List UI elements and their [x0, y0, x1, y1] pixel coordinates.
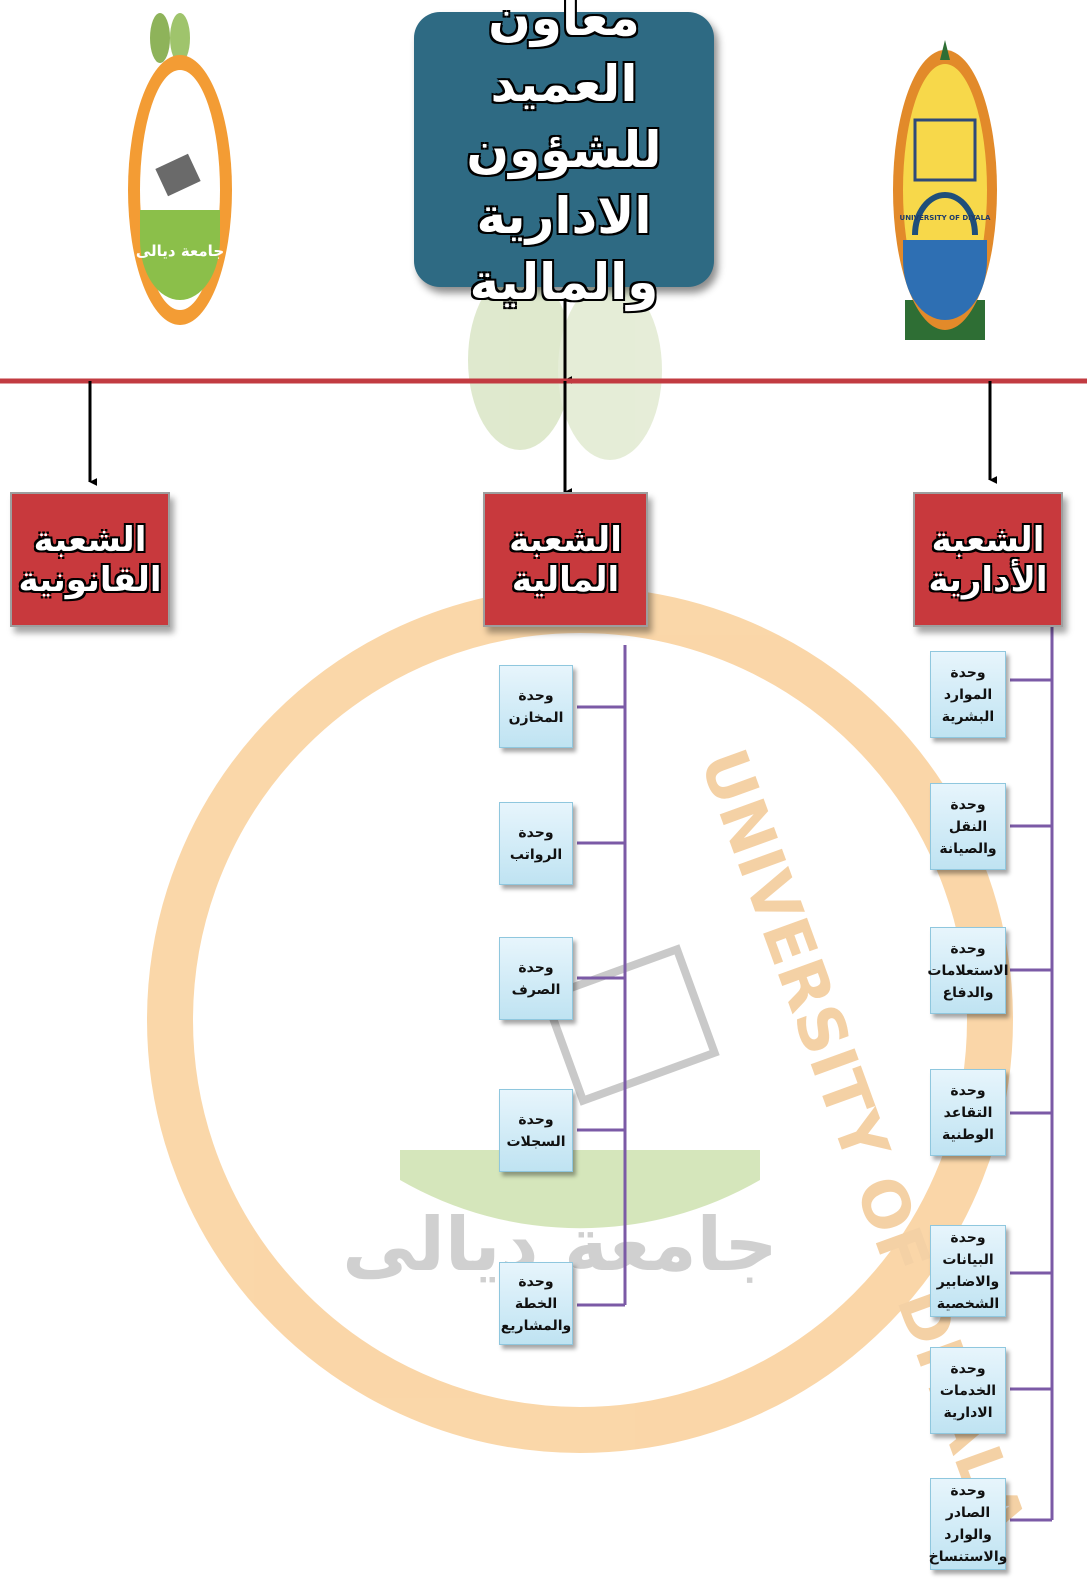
watermark-logo: UNIVERSITY OF DIYALA جامعة ديالى	[147, 270, 1039, 1547]
unit-plan-projects: وحدة الخطة والمشاريع	[499, 1262, 573, 1345]
branch-legal: الشعبة القانونية	[10, 492, 170, 627]
unit-stores: وحدة المخازن	[499, 665, 573, 748]
unit-administrative-services: وحدة الخدمات الادارية	[930, 1347, 1006, 1434]
unit-human-resources: وحدة الموارد البشرية	[930, 651, 1006, 738]
fine-arts-logo: جامعة ديالى	[128, 13, 232, 325]
unit-records: وحدة السجلات	[499, 1089, 573, 1172]
unit-salaries: وحدة الرواتب	[499, 802, 573, 885]
svg-text:UNIVERSITY OF DIYALA: UNIVERSITY OF DIYALA	[900, 214, 992, 222]
svg-text:جامعة ديالى: جامعة ديالى	[136, 242, 224, 260]
branch-financial: الشعبة المالية	[483, 492, 648, 627]
branch-administrative: الشعبة الأدارية	[913, 492, 1063, 627]
top-node-assistant-dean: معاون العميد للشؤون الادارية والمالية	[414, 0, 714, 311]
unit-outgoing-incoming-copying: وحدة الصادر والوارد والاستنساخ	[929, 1478, 1007, 1570]
unit-disbursement: وحدة الصرف	[499, 937, 573, 1020]
connector-lines	[0, 290, 1087, 1522]
unit-transport-maintenance: وحدة النقل والصيانة	[930, 783, 1006, 870]
unit-data-personal-files: وحدة البيانات والاضابير الشخصية	[930, 1225, 1006, 1317]
university-emblem: UNIVERSITY OF DIYALA	[893, 40, 997, 340]
unit-national-retirement: وحدة التقاعد الوطنية	[930, 1069, 1006, 1156]
unit-information-defense: وحدة الاستعلامات والدفاع	[927, 927, 1009, 1014]
